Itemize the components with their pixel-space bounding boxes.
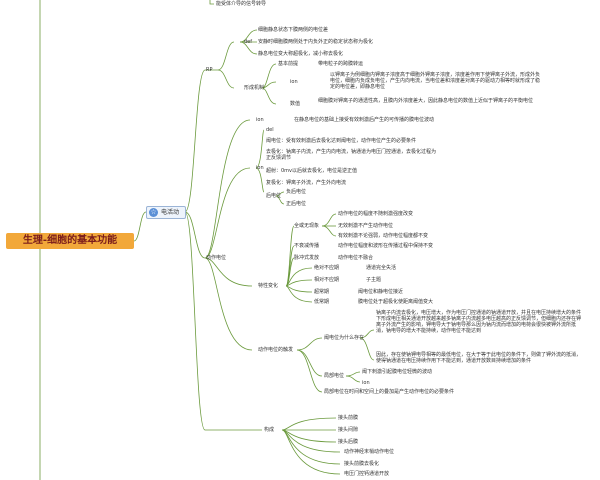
all-or-none-item-3: 有效刺激不论强弱，动作电位幅度都不变: [338, 233, 429, 239]
subnormal-text: 膜电位处于超极化使距离阈值变大: [358, 299, 434, 305]
summation-text: 局部电位在时间和空间上的叠加是产生动作电位的必要条件: [324, 389, 455, 395]
ap-after-item-1: 负后电位: [286, 189, 307, 195]
rp-def-item-1: 细胞静息状态下膜两侧的电位差: [258, 27, 329, 33]
root-topic[interactable]: 生理-细胞的基本功能: [6, 233, 134, 249]
rp-def-label[interactable]: def: [244, 39, 253, 45]
all-or-none-item-1: 动作电位的幅度不随刺激强度改变: [338, 211, 414, 217]
ap-trigger-label[interactable]: 动作电位的触发: [258, 347, 294, 353]
ap-label[interactable]: 动作电位: [206, 255, 227, 261]
rp-label[interactable]: RP: [206, 67, 213, 73]
local-potential-item-1: 阈下刺激引起膜电位轻微的波动: [362, 369, 433, 375]
ap-features-label[interactable]: 特性变化: [258, 283, 279, 289]
no-decay-label: 不衰减传播: [294, 243, 320, 249]
local-potential-item-2: ion: [362, 380, 370, 386]
no-decay-text: 动作电位幅度和波形在传播过程中保持不变: [338, 243, 434, 249]
all-or-none-item-2: 无效刺激不产生动作电位: [338, 223, 394, 229]
supernormal-text: 阈电位和静电位接近: [358, 289, 404, 295]
structure-label[interactable]: 构成: [264, 427, 275, 433]
structure-item-1: 接头前膜: [338, 415, 359, 421]
rp-basis-label: 基本前提: [278, 61, 299, 67]
structure-item-2: 接头间隙: [338, 427, 359, 433]
rp-ion-text: 以钾离子为例细胞内钾离子浓度高于细胞外钾离子浓度，浓度差作用下使钾离子外流，形成…: [330, 72, 541, 90]
ap-sub-item-2: 阈电位：受有效刺激后去极化达到阈电位，动作电位产生的必要条件: [266, 138, 417, 144]
rp-def-item-2: 安静时细胞膜两侧处于内负外正的稳定状态称为极化: [258, 39, 374, 45]
ap-sub-label: ion: [256, 165, 264, 171]
structure-item-3: 接头后膜: [338, 439, 359, 445]
electrical-activity-topic[interactable]: ☆ 电活动: [146, 206, 186, 219]
ap-after-item-2: 正后电位: [286, 201, 307, 207]
rp-value-text: 细胞膜对钾离子的通透性高，且膜内外浓度差大，因此静息电位的数值上近似于钾离子的平…: [318, 98, 534, 104]
ap-after-label: 后电位: [266, 193, 282, 199]
rp-def-item-3: 静息电位变大称超极化，减小称去极化: [258, 51, 344, 57]
threshold-why-label: 阈电位为什么存在: [324, 335, 365, 341]
absolute-refractory-label: 绝对不应期: [314, 265, 340, 271]
all-or-none-label: 全或无现象: [294, 223, 320, 229]
ap-sub-item-3: 去极化：钠离子内流，产生内向电流，钠通道为电压门控通道，去极化过程为正反馈调节: [266, 149, 437, 161]
rp-basis-text: 带电粒子的跨膜转运: [318, 61, 364, 67]
top-note: 能受体介导的信号转导: [216, 1, 267, 7]
relative-refractory-label: 相对不应期: [314, 277, 340, 283]
subnormal-label: 低常期: [314, 299, 330, 305]
local-potential-label: 局部电位: [324, 373, 345, 379]
relative-refractory-text: 子主题: [366, 277, 382, 283]
pulse-text: 动作电位不融合: [338, 255, 374, 261]
absolute-refractory-text: 通道完全失活: [366, 265, 397, 271]
threshold-why-text-2: 因此，存在使钠钾电导相等的最低电位，在大于等于此电位的条件下，则做了钾外流的抵消…: [376, 352, 582, 364]
pulse-label: 脉冲式发放: [294, 255, 320, 261]
process-item-3: 电压门控钙通道开放: [344, 471, 390, 477]
ap-sub-item-5: 复极化：钾离子外流，产生外向电流: [266, 180, 347, 186]
ap-sub-item-1: del: [266, 127, 274, 133]
threshold-why-text-1: 钠离子内流去极化，电压增大，作为电压门控通道的钠通道开放，并且在电压持续增大的条…: [376, 310, 582, 334]
rp-ion-label: ion: [290, 79, 298, 85]
star-icon: ☆: [149, 208, 158, 217]
ap-ion-text: 在静息电位的基础上接受有效刺激后产生的可传播的膜电位波动: [294, 117, 435, 123]
rp-mechanism-label[interactable]: 形成机制: [244, 85, 265, 91]
process-item-2: 接头前膜去极化: [344, 461, 380, 467]
ap-sub-item-4: 超射：0mv以后就去极化，电位是逆正值: [266, 168, 358, 174]
supernormal-label: 超常期: [314, 289, 330, 295]
topic-label: 电活动: [161, 209, 180, 216]
ap-ion-label: ion: [256, 117, 264, 123]
process-item-1: 动作神经末梢动作电位: [344, 449, 395, 455]
rp-value-label: 数值: [290, 101, 301, 107]
